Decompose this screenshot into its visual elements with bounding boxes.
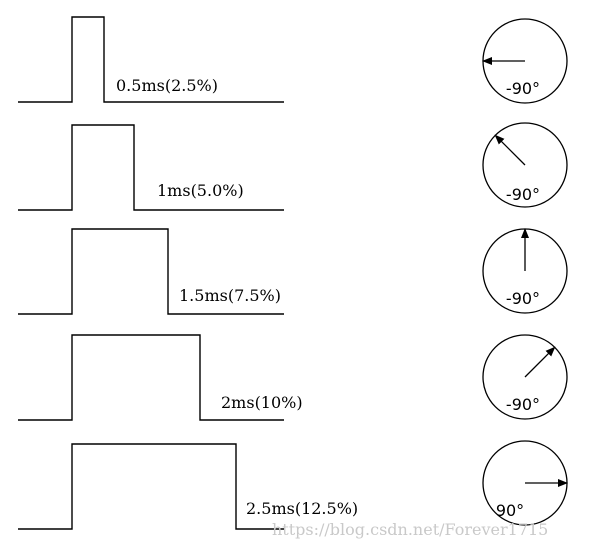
angle-label-1: -90° <box>506 79 540 98</box>
pulse-width-label-2: 1ms(5.0%) <box>157 181 244 200</box>
angle-label-2: -90° <box>506 185 540 204</box>
pulse-waveform-1 <box>18 16 284 103</box>
angle-label-3: -90° <box>506 289 540 308</box>
pulse-waveform-5 <box>18 443 284 530</box>
pulse-width-label-1: 0.5ms(2.5%) <box>116 76 218 95</box>
servo-needle-4 <box>524 346 556 378</box>
pulse-width-label-5: 2.5ms(12.5%) <box>246 499 358 518</box>
pulse-width-label-3: 1.5ms(7.5%) <box>179 286 281 305</box>
servo-needle-2 <box>494 134 526 166</box>
pwm-row-1: 0.5ms(2.5%) -90° <box>18 16 568 104</box>
pulse-waveform-4 <box>18 334 284 421</box>
pwm-row-2: 1ms(5.0%) -90° <box>18 122 568 211</box>
pwm-row-4: 2ms(10%) -90° <box>18 334 568 421</box>
pwm-row-3: 1.5ms(7.5%) -90° <box>18 228 568 315</box>
watermark-text: https://blog.csdn.net/Forever1715 <box>272 520 548 539</box>
angle-label-4: -90° <box>506 395 540 414</box>
pulse-waveform-2 <box>18 124 284 211</box>
pulse-width-label-4: 2ms(10%) <box>221 393 303 412</box>
pulse-waveform-3 <box>18 228 284 315</box>
angle-label-5: 90° <box>496 501 524 520</box>
pwm-row-5: 2.5ms(12.5%) 90° <box>18 440 568 530</box>
